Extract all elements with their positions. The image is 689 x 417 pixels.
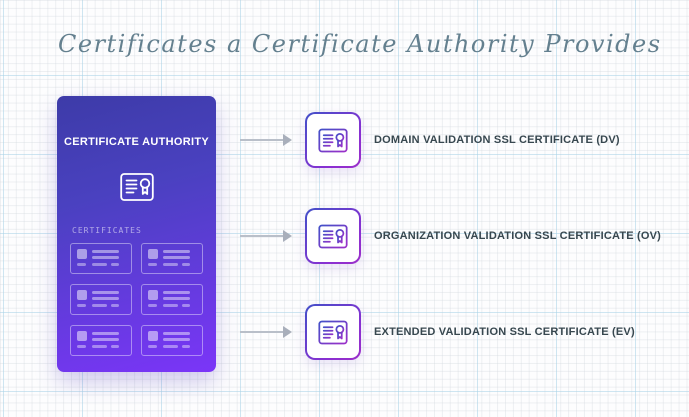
certificate-icon [318,224,348,249]
certificate-authority-card: CERTIFICATE AUTHORITY CERTIFICATES [57,96,216,372]
dv-certificate-box [305,112,361,168]
mini-certificate-card [141,284,203,315]
ev-certificate-box [305,304,361,360]
mini-certificate-card [70,325,132,356]
certificate-icon [318,320,348,345]
ov-certificate-label: ORGANIZATION VALIDATION SSL CERTIFICATE … [374,230,662,242]
ev-certificate-label: EXTENDED VALIDATION SSL CERTIFICATE (EV) [374,326,635,338]
certificate-row: DOMAIN VALIDATION SSL CERTIFICATE (DV) [240,112,620,168]
arrow-right-icon [240,230,292,242]
ca-card-title: CERTIFICATE AUTHORITY [63,136,209,148]
arrow-right-icon [240,134,292,146]
mini-card-avatar [77,249,87,259]
mini-card-avatar [148,249,158,259]
mini-card-avatar [148,290,158,300]
mini-certificate-card [70,284,132,315]
certificates-label: CERTIFICATES [72,226,142,235]
certificate-icon [318,128,348,153]
mini-certificate-card [141,243,203,274]
dv-certificate-label: DOMAIN VALIDATION SSL CERTIFICATE (DV) [374,134,620,146]
certificate-row: EXTENDED VALIDATION SSL CERTIFICATE (EV) [240,304,635,360]
mini-certificates-grid [57,243,216,356]
mini-certificate-card [70,243,132,274]
mini-card-avatar [77,331,87,341]
mini-card-avatar [77,290,87,300]
page-title: Certificates a Certificate Authority Pro… [58,30,662,58]
mini-card-avatar [148,331,158,341]
certificate-icon [119,172,154,202]
ov-certificate-box [305,208,361,264]
mini-certificate-card [141,325,203,356]
certificate-row: ORGANIZATION VALIDATION SSL CERTIFICATE … [240,208,661,264]
arrow-right-icon [240,326,292,338]
